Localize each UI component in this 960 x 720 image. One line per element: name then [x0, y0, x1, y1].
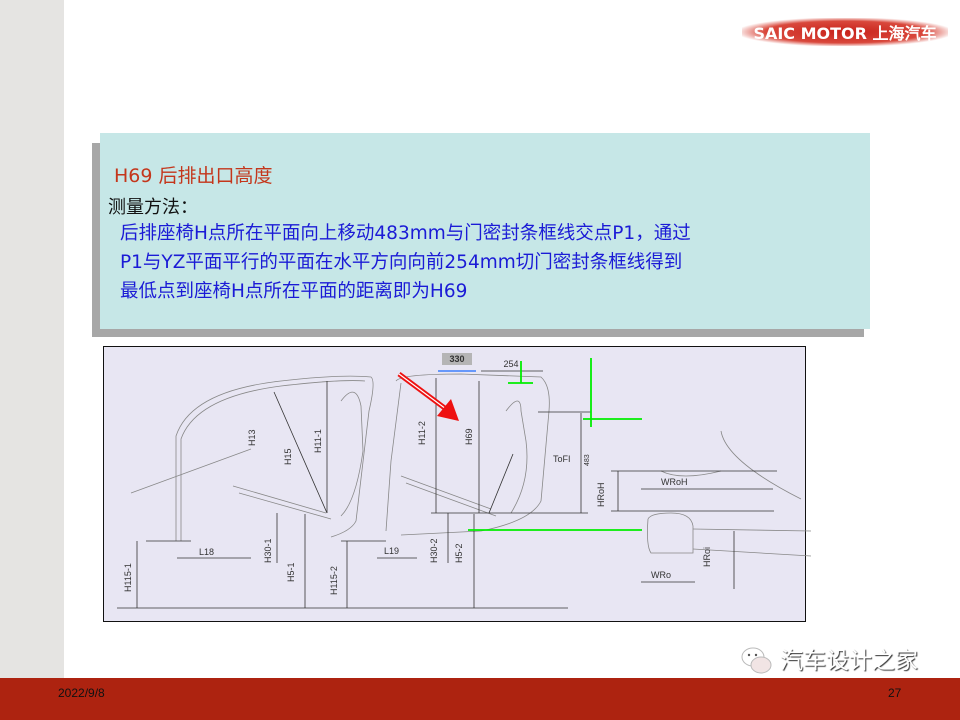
vehicle-outline — [130, 373, 811, 557]
label-h30-2: H30-2 — [429, 538, 439, 563]
label-wroh: WRoH — [661, 477, 688, 487]
label-wro: WRo — [651, 570, 671, 580]
method-label: 测量方法： — [108, 197, 198, 218]
description-line: 最低点到座椅H点所在平面的距离即为H69 — [120, 281, 468, 302]
label-h69: H69 — [464, 428, 474, 445]
label-h11-1: H11-1 — [313, 429, 323, 453]
label-h115-2: H115-2 — [329, 566, 339, 595]
description-line: 后排座椅H点所在平面向上移动483mm与门密封条框线交点P1，通过 — [120, 223, 691, 244]
label-330: 330 — [449, 354, 464, 364]
slide-date: 2022/9/8 — [58, 686, 105, 700]
saic-motor-logo: SAIC MOTOR 上海汽车 — [742, 18, 948, 46]
label-h115-1: H115-1 — [123, 563, 133, 592]
footer-bar — [0, 678, 960, 720]
label-h13: H13 — [247, 429, 257, 446]
label-254: 254 — [503, 359, 518, 369]
page-number: 27 — [888, 686, 902, 700]
label-h11-2: H11-2 — [417, 421, 427, 445]
method-description: 后排座椅H点所在平面向上移动483mm与门密封条框线交点P1，通过 P1与YZ平… — [120, 219, 860, 306]
wechat-icon — [741, 647, 772, 674]
label-hroi: HRoi — [702, 547, 712, 567]
slide-title: H69 后排出口高度 — [114, 165, 273, 187]
label-tofl: ToFI — [553, 454, 571, 464]
label-h5-1: H5-1 — [286, 562, 296, 582]
dimension-labels: H13 H15 H11-1 H11-2 H69 ToFI 483 HRoH WR… — [123, 421, 712, 595]
label-l18: L18 — [199, 547, 214, 557]
left-margin-strip — [0, 0, 64, 678]
description-line: P1与YZ平面平行的平面在水平方向向前254mm切门密封条框线得到 — [120, 252, 683, 273]
label-l19: L19 — [384, 546, 399, 556]
watermark: 汽车设计之家 — [740, 644, 918, 678]
label-h15: H15 — [283, 448, 293, 465]
label-h5-2: H5-2 — [454, 543, 464, 563]
red-arrow-icon — [397, 371, 459, 421]
label-483: 483 — [584, 454, 591, 466]
diagram-svg: 330 254 H13 H15 H11-1 H11-2 H69 ToFI 483… — [117, 353, 811, 609]
logo-text: SAIC MOTOR 上海汽车 — [753, 24, 937, 43]
green-highlight-lines — [468, 358, 642, 531]
dimension-lines — [117, 370, 777, 609]
dimension-330-box — [442, 353, 472, 365]
label-h30-1: H30-1 — [263, 538, 273, 563]
watermark-text: 汽车设计之家 — [780, 648, 918, 674]
vehicle-section-diagram: 330 254 H13 H15 H11-1 H11-2 H69 ToFI 483… — [103, 346, 811, 622]
label-hroh: HRoH — [596, 482, 606, 507]
description-box: H69 后排出口高度 测量方法： 后排座椅H点所在平面向上移动483mm与门密封… — [100, 133, 870, 329]
